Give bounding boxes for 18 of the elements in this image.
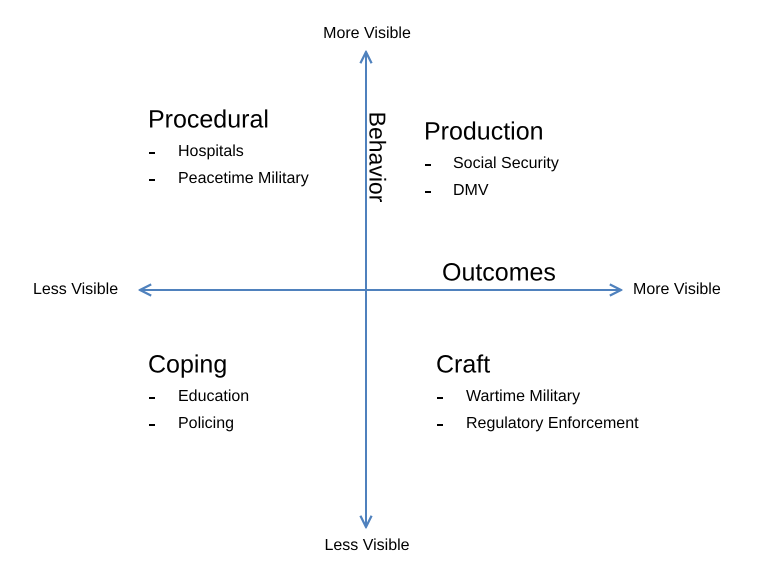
- list-item: Education: [178, 387, 250, 407]
- quadrant-heading: Production: [424, 120, 544, 144]
- list-item: Peacetime Military: [178, 169, 309, 189]
- list-item: DMV: [453, 181, 489, 201]
- axis-end-label: Less Visible: [33, 280, 118, 300]
- axis-title: Behavior: [366, 112, 388, 202]
- list-item: Policing: [178, 414, 234, 434]
- axis-end-label: Less Visible: [324, 536, 410, 556]
- quadrant-heading: Craft: [436, 352, 490, 378]
- list-item: Social Security: [453, 154, 559, 174]
- axis-end-label: More Visible: [323, 24, 411, 44]
- list-item: Hospitals: [178, 142, 244, 162]
- list-item: Wartime Military: [466, 387, 580, 407]
- list-item: Regulatory Enforcement: [466, 414, 639, 434]
- axis-end-label: More Visible: [633, 280, 721, 300]
- quadrant-heading: Procedural: [148, 108, 269, 132]
- quadrant-heading: Coping: [148, 352, 228, 378]
- quadrant-heading: Outcomes: [442, 260, 556, 286]
